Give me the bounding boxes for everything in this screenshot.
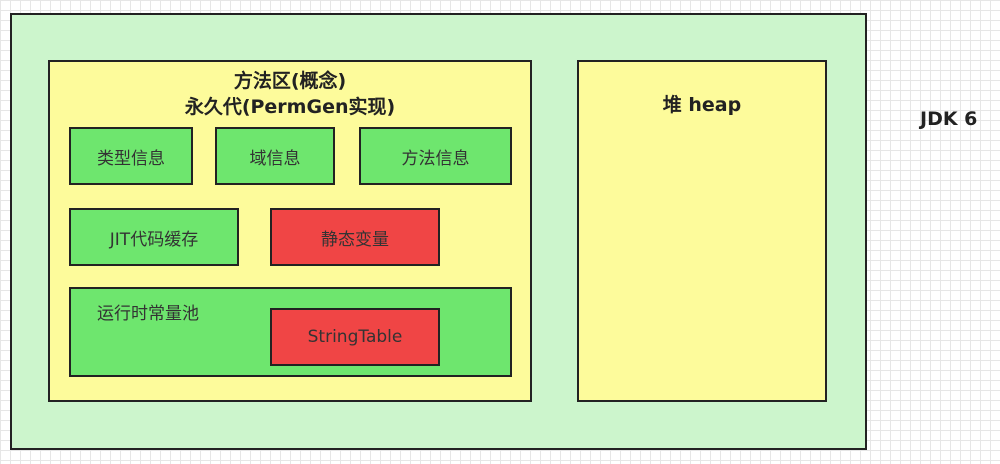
static-vars-label: 静态变量	[321, 229, 389, 250]
field-info-label: 域信息	[249, 148, 301, 169]
jit-cache-box: JIT代码缓存	[69, 208, 239, 266]
permgen-title: 永久代(PermGen实现)	[184, 96, 396, 118]
string-table-box: StringTable	[270, 308, 440, 366]
heap-box: 堆 heap	[577, 60, 827, 402]
static-vars-box: 静态变量	[270, 208, 440, 266]
jit-cache-label: JIT代码缓存	[109, 229, 199, 250]
type-info-box: 类型信息	[69, 127, 193, 185]
method-info-box: 方法信息	[359, 127, 512, 185]
jdk-version-label: JDK 6	[920, 108, 978, 130]
type-info-label: 类型信息	[97, 148, 165, 169]
string-table-label: StringTable	[307, 327, 403, 347]
runtime-constant-pool-label: 运行时常量池	[97, 304, 199, 324]
field-info-box: 域信息	[215, 127, 335, 185]
heap-title: 堆 heap	[662, 94, 742, 116]
method-area-title: 方法区(概念)	[233, 70, 347, 92]
method-info-label: 方法信息	[401, 148, 470, 169]
